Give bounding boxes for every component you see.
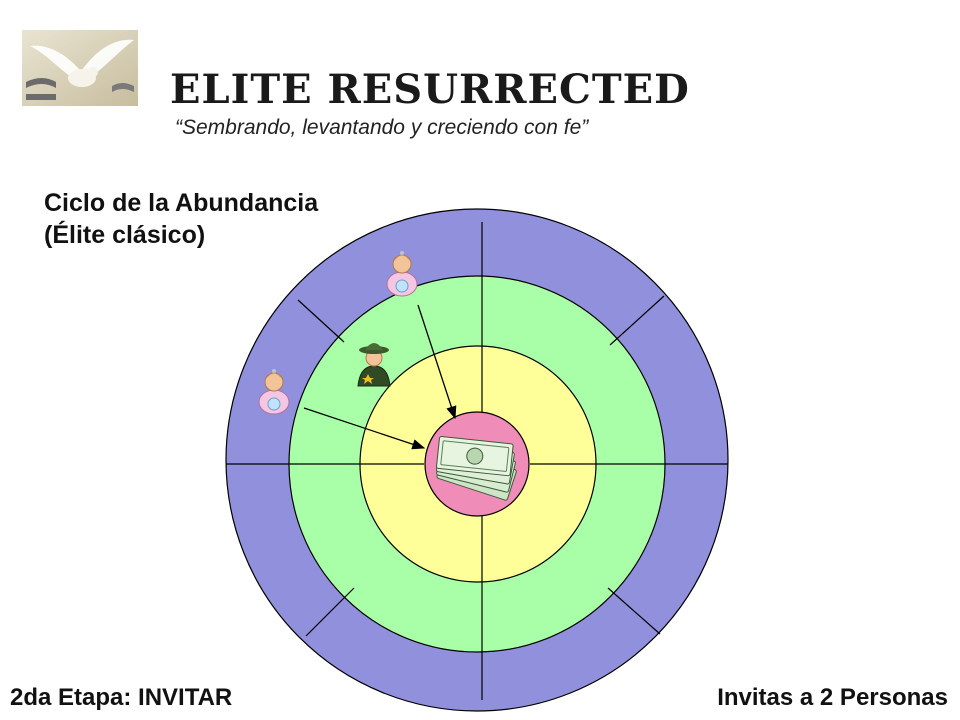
divider-lower-right xyxy=(607,587,661,635)
divider-lower-left xyxy=(305,587,355,637)
cycle-title: Ciclo de la Abundancia (Élite clásico) xyxy=(44,187,318,251)
arrow-left-person-to-center xyxy=(303,407,426,450)
arrow-top-person-to-center xyxy=(417,304,457,420)
divider-upper-right xyxy=(609,295,665,346)
cycle-title-line2: (Élite clásico) xyxy=(44,221,206,249)
brand-title: ELITE RESURRECTED xyxy=(170,66,690,113)
dove-logo-icon xyxy=(22,30,138,106)
woman-person-icon xyxy=(386,251,418,297)
brand-slogan: “Sembrando, levantando y creciendo con f… xyxy=(175,116,589,139)
sheriff-person-icon xyxy=(357,343,391,387)
money-stack-icon xyxy=(436,436,517,501)
segment-dividers xyxy=(226,222,728,700)
woman-person-icon xyxy=(258,369,290,415)
divider-upper-left xyxy=(297,299,345,343)
stage-label: 2da Etapa: INVITAR xyxy=(10,684,233,711)
cycle-title-line1: Ciclo de la Abundancia xyxy=(44,189,319,217)
invite-count-label: Invitas a 2 Personas xyxy=(717,684,948,711)
